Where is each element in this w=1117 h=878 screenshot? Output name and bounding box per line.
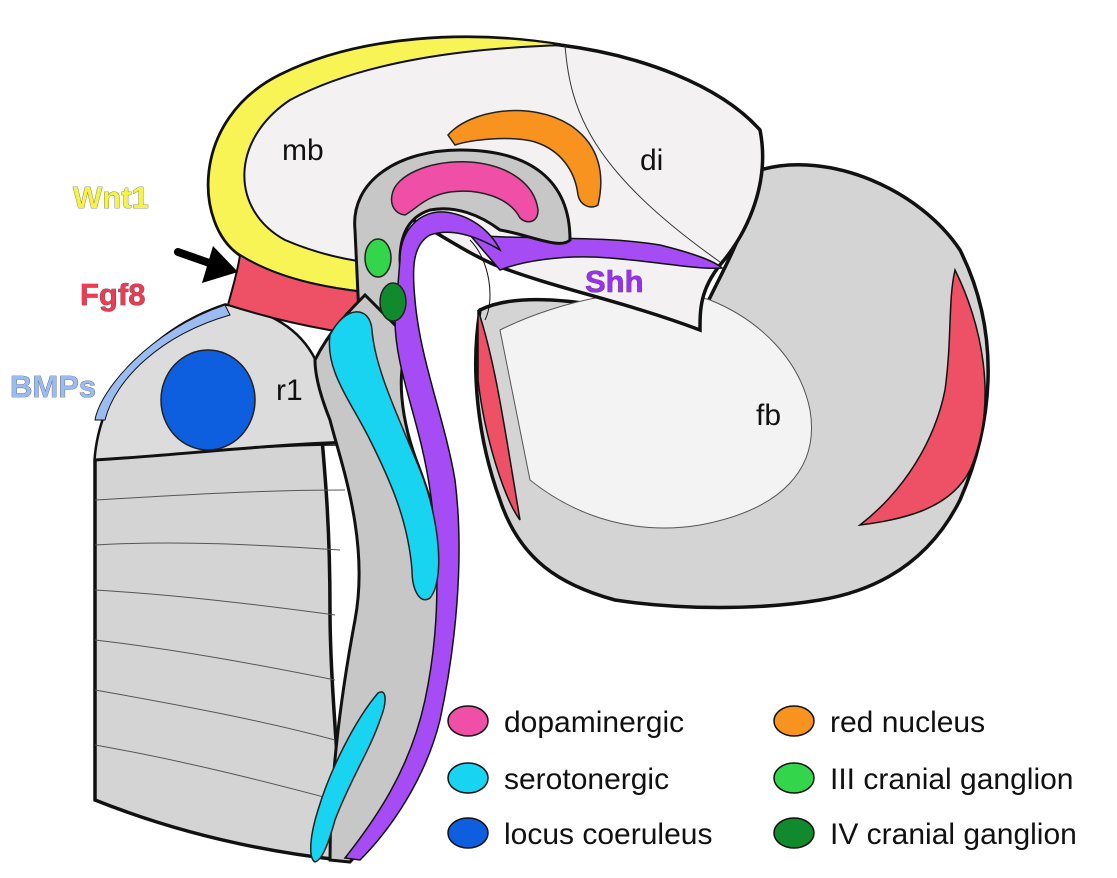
region-label-mb: mb (282, 134, 324, 167)
gene-label-shh: Shh (585, 264, 644, 299)
legend-item-serotonergic: serotonergic (448, 763, 669, 796)
gene-label-fgf8: Fgf8 (80, 277, 145, 312)
locus-coeruleus-shape (161, 350, 255, 450)
iii-cranial-ganglion-shape (365, 239, 391, 277)
legend-swatch-locus-coeruleus (448, 818, 488, 848)
legend-label-dopaminergic: dopaminergic (504, 706, 684, 739)
legend-swatch-dopaminergic (448, 706, 488, 736)
legend-swatch-red-nucleus (774, 706, 814, 736)
legend: dopaminergic red nucleus serotonergic II… (448, 706, 1077, 851)
legend-item-locus-coeruleus: locus coeruleus (448, 818, 712, 851)
legend-label-red-nucleus: red nucleus (830, 706, 985, 739)
legend-label-serotonergic: serotonergic (504, 763, 669, 796)
legend-item-red-nucleus: red nucleus (774, 706, 985, 739)
legend-swatch-serotonergic (448, 763, 488, 793)
legend-label-locus-coeruleus: locus coeruleus (504, 818, 712, 851)
iv-cranial-ganglion-shape (380, 283, 406, 321)
gene-label-bmps: BMPs (10, 369, 96, 404)
legend-swatch-iv-cranial-ganglion (774, 818, 814, 848)
region-label-r1: r1 (276, 374, 303, 407)
isthmus-arrow-icon (178, 246, 238, 283)
legend-item-dopaminergic: dopaminergic (448, 706, 684, 739)
legend-item-iv-cranial-ganglion: IV cranial ganglion (774, 818, 1077, 851)
gene-label-wnt1: Wnt1 (73, 180, 149, 215)
legend-label-iii-cranial-ganglion: III cranial ganglion (830, 763, 1074, 796)
legend-item-iii-cranial-ganglion: III cranial ganglion (774, 763, 1074, 796)
region-label-di: di (640, 144, 663, 177)
region-label-fb: fb (756, 399, 781, 432)
legend-label-iv-cranial-ganglion: IV cranial ganglion (830, 818, 1077, 851)
legend-swatch-iii-cranial-ganglion (774, 763, 814, 793)
